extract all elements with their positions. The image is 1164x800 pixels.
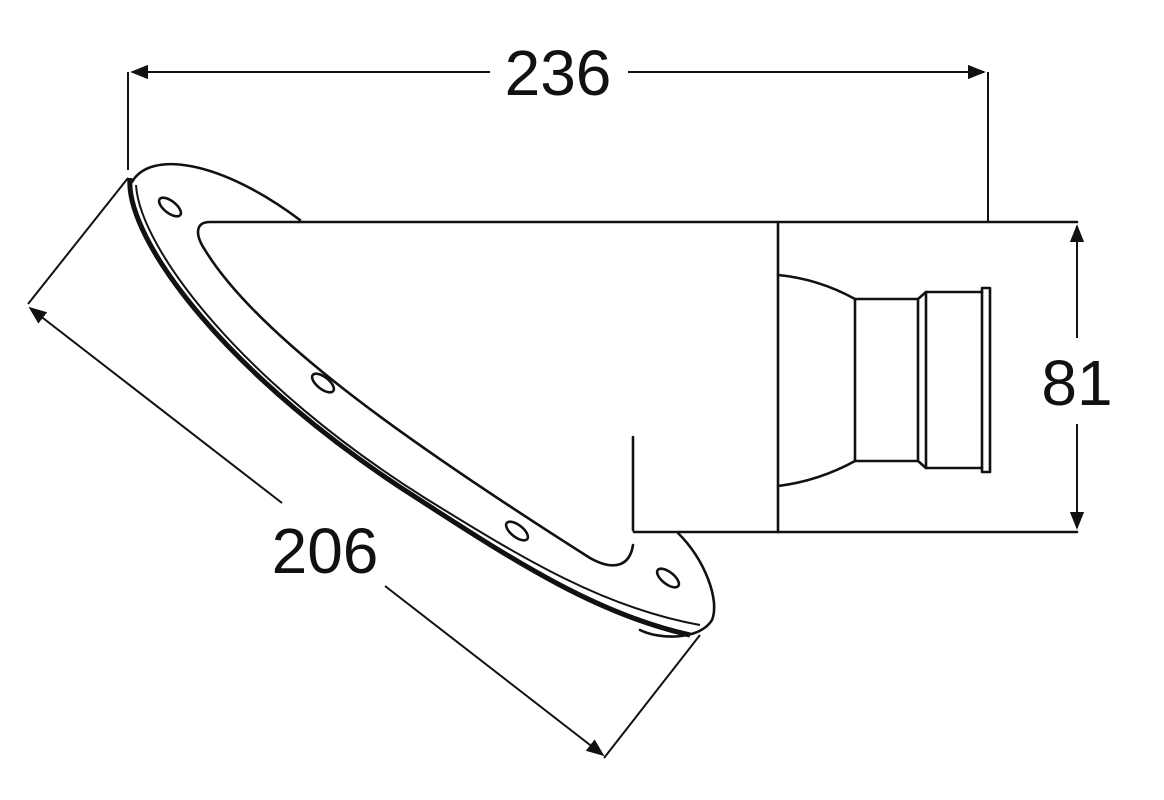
dimension-label-81: 81 [1041, 347, 1112, 419]
dimension-label-206: 206 [272, 515, 379, 587]
dimension-label-236: 236 [505, 37, 612, 109]
outlet-spigot [776, 273, 992, 488]
dimension-206: 206 [27, 177, 701, 759]
dimension-236: 236 [127, 37, 989, 222]
dimension-81: 81 [1041, 224, 1113, 530]
fitting-body [296, 220, 1079, 534]
flange [127, 162, 716, 638]
